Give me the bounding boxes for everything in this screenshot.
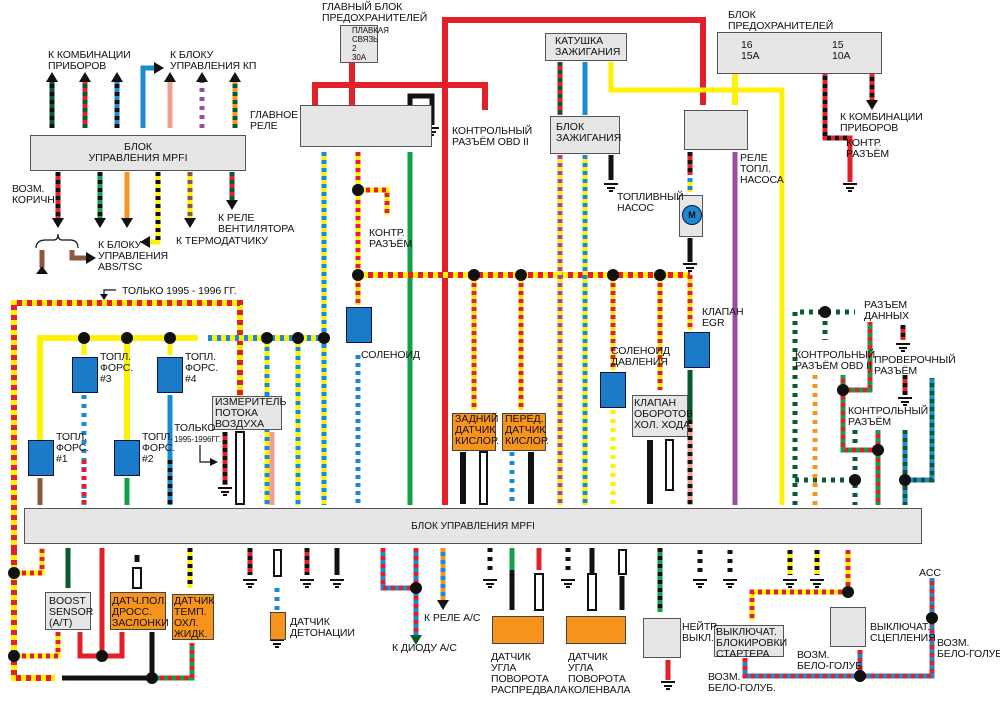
to-instruments-label: К КОМБИНАЦИИ ПРИБОРОВ (48, 49, 131, 72)
egr-valve (684, 332, 710, 368)
to-fan-relay-label: К РЕЛЕ ВЕНТИЛЯТОРА (218, 212, 295, 235)
obd-right-label: КОНТРОЛЬНЫЙ РАЗЪЁМ OBD II (795, 349, 876, 372)
obd-top-label: КОНТРОЛЬНЫЙ РАЗЪЁМ OBD II (452, 125, 533, 148)
only-short-label: ТОЛЬКО (174, 422, 216, 434)
rear-o2-box (452, 413, 496, 451)
clutch-switch-label: ВЫКЛЮЧАТ. СЦЕПЛЕНИЯ (870, 621, 936, 644)
main-relay-label: ГЛАВНОЕ РЕЛЕ (250, 109, 299, 132)
front-o2-box (502, 413, 546, 451)
main-ecu-label: БЛОК УПРАВЛЕНИЯ MPFI (411, 521, 535, 532)
acc-label: ACC (919, 567, 941, 579)
main-fuse-block-label: ГЛАВНЫЙ БЛОК ПРЕДОХРАНИТЕЛЕЙ (322, 1, 428, 24)
igniter-box (550, 116, 620, 154)
boost-sensor-box (45, 592, 91, 630)
tps-box (110, 592, 166, 630)
check-connector-right-label: КОНТР. РАЗЪЁМ (846, 137, 889, 160)
injector-4 (157, 357, 183, 393)
igniter-label: БЛОК ЗАЖИГАНИЯ (556, 121, 622, 144)
crank-sensor-box (566, 616, 626, 644)
fuse16-label: 16 15A (741, 39, 760, 62)
solenoid (346, 307, 372, 343)
check-connector-label: КОНТР. РАЗЪЁМ (369, 227, 412, 250)
only-1995-1996-label: ТОЛЬКО 1995 - 1996 гг. (122, 285, 237, 297)
boost-sensor-label: BOOST SENSOR (A/T) (49, 595, 94, 629)
coolant-temp-label: ДАТЧИК ТЕМП. ОХЛ. ЖИДК. (174, 595, 215, 640)
solenoid-label: СОЛЕНОИД (361, 349, 420, 361)
to-instruments-right-label: К КОМБИНАЦИИ ПРИБОРОВ (840, 111, 923, 134)
iac-valve-box (632, 395, 688, 437)
connector-wires (792, 309, 935, 505)
rear-o2-label: ЗАДНИЙ ДАТЧИК КИСЛОР. (455, 413, 499, 447)
fuel-pump-relay-label: РЕЛЕ ТОПЛ. НАСОСА (740, 152, 784, 186)
inhibitor-switch-box (714, 625, 784, 657)
top-left-wires (35, 62, 241, 274)
main-relay-box (300, 105, 432, 147)
maf-label: ИЗМЕРИТЕЛЬ ПОТОКА ВОЗДУХА (215, 396, 287, 430)
power-wires (312, 17, 878, 505)
fuel-pump-relay-box (684, 110, 748, 150)
crank-sensor-label: ДАТЧИК УГЛА ПОВОРОТА КОЛЕНВАЛА (568, 651, 631, 696)
knock-sensor-label: ДАТЧИК ДЕТОНАЦИИ (290, 616, 355, 639)
only-years-label: 1995-1996гг. (174, 435, 221, 444)
injector2-label: ТОПЛ. ФОРС. #2 (142, 431, 176, 465)
motor-icon: M (682, 205, 702, 225)
fusible-link-label: ПЛАВКАЯ СВЯЗЬ 2 30A (352, 26, 389, 62)
fuse-block-box (717, 32, 882, 74)
ignition-coil-label: КАТУШКА ЗАЖИГАНИЯ (555, 35, 621, 58)
to-thermo-label: К ТЕРМОДАТЧИКУ (176, 235, 268, 247)
pressure-solenoid (600, 372, 626, 408)
fuse15-label: 15 10A (832, 39, 851, 62)
to-abs-label: К БЛОКУ УПРАВЛЕНИЯ ABS/TSC (98, 239, 169, 273)
poss-wb2-label: ВОЗМ. БЕЛО-ГОЛУБ (797, 649, 863, 672)
poss-wb3-label: ВОЗМ. БЕЛО-ГОЛУБ (937, 637, 1000, 660)
neutral-switch-box (643, 618, 681, 658)
injector-3 (72, 357, 98, 393)
injector1-label: ТОПЛ. ФОРС. #1 (56, 431, 90, 465)
test-connector-label: ПРОВЕРОЧНЫЙ РАЗЪЁМ (874, 354, 956, 377)
junction-dots (8, 184, 938, 684)
injector3-label: ТОПЛ. ФОРС. #3 (100, 351, 134, 385)
iac-valve-label: КЛАПАН ОБОРОТОВ ХОЛ. ХОДА (634, 397, 694, 431)
sensor-wires (460, 410, 674, 505)
inhibitor-switch-label: ВЫКЛЮЧАТ. БЛОКИРОВКИ СТАРТЕРА (716, 626, 788, 660)
knock-sensor-box (270, 612, 286, 640)
main-ecu-box (24, 508, 922, 544)
to-ac-diode-label: К ДИОДУ A/C (392, 642, 457, 654)
to-tcu-label: К БЛОКУ УПРАВЛЕНИЯ КП (170, 49, 257, 72)
tps-label: ДАТЧ.ПОЛ. ДРОСС. ЗАСЛОНКИ (112, 595, 169, 629)
cam-sensor-box (492, 616, 544, 644)
clutch-switch-box (830, 607, 866, 647)
pressure-solenoid-label: СОЛЕНОИД ДАВЛЕНИЯ (611, 345, 670, 368)
cam-sensor-label: ДАТЧИК УГЛА ПОВОРОТА РАСПРЕДВАЛА (491, 651, 568, 696)
fuel-pump-label: ТОПЛИВНЫЙ НАСОС (617, 191, 684, 214)
ignition-coil-box (545, 33, 627, 61)
top-ecu-box (30, 135, 246, 171)
check-connector-mid-label: КОНТРОЛЬНЫЙ РАЗЪЁМ (848, 405, 929, 428)
front-o2-label: ПЕРЕД. ДАТЧИК КИСЛОР. (505, 413, 549, 447)
bottom-wires (11, 548, 935, 690)
fusible-link-box (340, 25, 378, 63)
egr-label: КЛАПАН EGR (702, 306, 744, 329)
coolant-temp-box (172, 594, 214, 640)
poss-wb1-label: ВОЗМ. БЕЛО-ГОЛУБ. (708, 671, 776, 694)
injector4-label: ТОПЛ. ФОРС. #4 (185, 351, 219, 385)
maf-box (212, 396, 282, 430)
injector-2 (114, 440, 140, 476)
fuse-block-label: БЛОК ПРЕДОХРАНИТЕЛЕЙ (728, 9, 834, 32)
injector-1 (28, 440, 54, 476)
neutral-switch-label: НЕЙТР. ВЫКЛ. (682, 621, 718, 644)
top-ecu-label: БЛОК УПРАВЛЕНИЯ MPFI (88, 141, 188, 164)
poss-brown-label: ВОЗМ. КОРИЧН (12, 183, 55, 206)
to-ac-relay-label: К РЕЛЕ A/C (424, 612, 481, 624)
data-connector-label: РАЗЪЕМ ДАННЫХ (864, 299, 909, 322)
